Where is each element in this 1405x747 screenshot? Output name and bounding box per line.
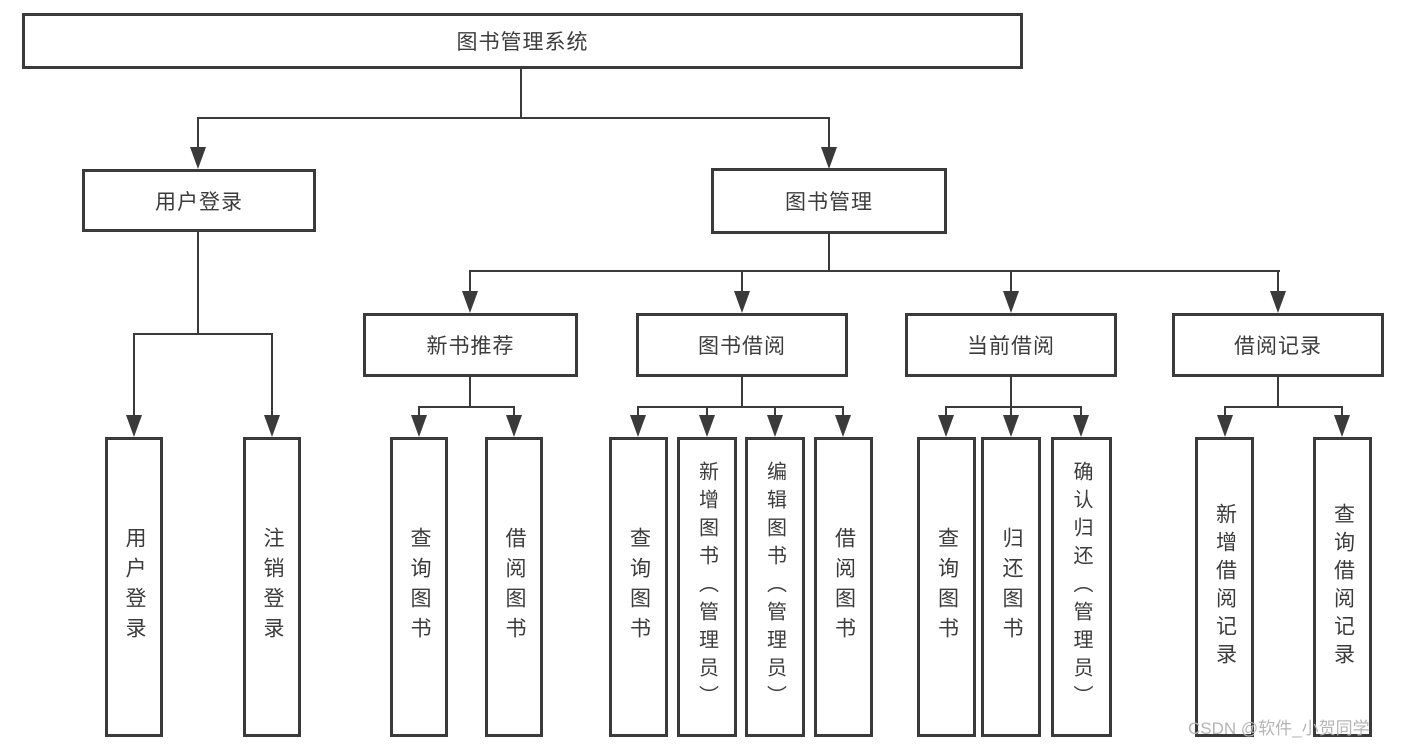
node-label: 借阅图书 xyxy=(503,527,526,647)
connector-line xyxy=(1277,377,1279,408)
node-new-book-recommendation: 新书推荐 xyxy=(363,313,578,377)
node-label: 图书管理 xyxy=(785,191,873,214)
connector-line xyxy=(520,69,522,119)
leaf-query-books-current: 查询图书 xyxy=(917,437,976,737)
connector-line xyxy=(637,406,639,417)
node-label: 图书借阅 xyxy=(698,335,786,358)
arrow-down-icon xyxy=(1003,291,1019,313)
leaf-return-books: 归还图书 xyxy=(981,437,1041,737)
node-book-borrowing: 图书借阅 xyxy=(636,313,848,377)
node-label: 查询图书 xyxy=(935,527,959,647)
leaf-edit-books-admin: 编辑图书（管理员） xyxy=(745,437,805,737)
connector-line xyxy=(1224,406,1343,408)
leaf-borrow-books-recommend: 借阅图书 xyxy=(485,437,543,737)
node-label: 查询图书 xyxy=(627,527,651,647)
connector-line xyxy=(842,406,844,417)
connector-line xyxy=(1224,406,1226,417)
connector-line xyxy=(513,406,515,417)
connector-line xyxy=(1341,406,1343,417)
node-current-borrowing: 当前借阅 xyxy=(905,313,1117,377)
node-label: 新增图书（管理员） xyxy=(695,461,718,713)
arrow-down-icon xyxy=(190,147,206,169)
leaf-logout: 注销登录 xyxy=(243,437,301,737)
connector-line xyxy=(469,270,1280,272)
node-user-login: 用户登录 xyxy=(82,169,316,232)
node-borrowing-records: 借阅记录 xyxy=(1172,313,1384,377)
connector-line xyxy=(1277,270,1279,293)
node-label: 新书推荐 xyxy=(426,335,515,358)
node-label: 图书管理系统 xyxy=(456,31,589,54)
connector-line xyxy=(418,406,420,417)
arrow-down-icon xyxy=(1003,415,1019,437)
leaf-add-borrow-record: 新增借阅记录 xyxy=(1195,437,1254,737)
connector-line xyxy=(1080,406,1082,417)
leaf-borrow-books-borrowing: 借阅图书 xyxy=(814,437,873,737)
connector-line xyxy=(418,406,515,408)
connector-line xyxy=(706,406,708,417)
node-label: 查询借阅记录 xyxy=(1331,503,1355,671)
connector-line xyxy=(197,117,830,119)
connector-line xyxy=(133,333,273,335)
arrow-down-icon xyxy=(1073,415,1089,437)
node-label: 用户登录 xyxy=(155,190,243,214)
leaf-add-books-admin: 新增图书（管理员） xyxy=(677,437,737,737)
connector-line xyxy=(469,377,471,408)
arrow-down-icon xyxy=(699,415,715,437)
connector-line xyxy=(828,117,830,151)
arrow-down-icon xyxy=(1334,415,1350,437)
arrow-down-icon xyxy=(506,415,522,437)
leaf-confirm-return-admin: 确认归还（管理员） xyxy=(1051,437,1112,737)
connector-line xyxy=(741,270,743,293)
connector-line xyxy=(741,377,743,408)
connector-line xyxy=(637,406,844,408)
arrow-down-icon xyxy=(821,147,837,169)
node-book-management: 图书管理 xyxy=(711,168,947,234)
arrow-down-icon xyxy=(411,415,427,437)
arrow-down-icon xyxy=(264,415,280,437)
arrow-down-icon xyxy=(1270,291,1286,313)
connector-line xyxy=(1010,377,1012,408)
connector-line xyxy=(197,232,199,335)
connector-line xyxy=(1010,270,1012,293)
connector-line xyxy=(271,333,273,417)
arrow-down-icon xyxy=(1217,415,1233,437)
node-label: 借阅图书 xyxy=(832,527,856,647)
connector-line xyxy=(828,234,830,272)
leaf-query-books-borrowing: 查询图书 xyxy=(609,437,668,737)
node-library-management-system: 图书管理系统 xyxy=(22,13,1023,69)
node-label: 当前借阅 xyxy=(967,335,1055,358)
node-label: 确认归还（管理员） xyxy=(1070,461,1092,713)
arrow-down-icon xyxy=(630,415,646,437)
connector-line xyxy=(1010,406,1012,417)
connector-line xyxy=(774,406,776,417)
connector-line xyxy=(945,406,1082,408)
connector-line xyxy=(945,406,947,417)
node-label: 用户登录 xyxy=(123,527,146,647)
arrow-down-icon xyxy=(126,415,142,437)
leaf-query-books-recommend: 查询图书 xyxy=(390,437,448,737)
leaf-user-login: 用户登录 xyxy=(105,437,163,737)
arrow-down-icon xyxy=(734,291,750,313)
arrow-down-icon xyxy=(767,415,783,437)
node-label: 新增借阅记录 xyxy=(1213,503,1237,671)
arrow-down-icon xyxy=(835,415,851,437)
leaf-query-borrow-record: 查询借阅记录 xyxy=(1313,437,1372,737)
connector-line xyxy=(197,117,199,151)
node-label: 注销登录 xyxy=(261,527,284,647)
csdn-watermark: CSDN @软件_小贺同学 xyxy=(1188,719,1370,738)
arrow-down-icon xyxy=(462,291,478,313)
connector-line xyxy=(469,270,471,293)
connector-line xyxy=(133,333,135,417)
node-label: 编辑图书（管理员） xyxy=(763,461,786,713)
arrow-down-icon xyxy=(938,415,954,437)
node-label: 借阅记录 xyxy=(1234,335,1322,358)
node-label: 查询图书 xyxy=(408,527,431,647)
node-label: 归还图书 xyxy=(1000,527,1023,647)
